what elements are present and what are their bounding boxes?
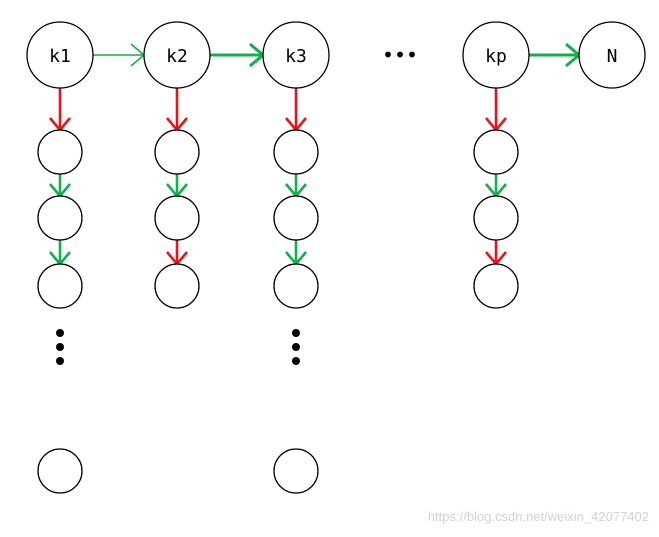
child-node-kp-2	[473, 263, 519, 309]
vertical-ellipsis-dot-k3-1	[292, 343, 300, 351]
head-node-k2	[143, 21, 211, 89]
child-node-k3-0	[273, 129, 319, 175]
watermark: https://blog.csdn.net/weixin_42077402	[427, 509, 649, 524]
horizontal-ellipsis: •••	[382, 43, 418, 67]
child-node-k1-1	[37, 195, 83, 241]
child-node-k2-0	[154, 129, 200, 175]
head-node-label-k2: k2	[166, 46, 188, 67]
child-node-k3-2	[273, 263, 319, 309]
child-node-k3-1	[273, 195, 319, 241]
head-node-label-kp: kp	[485, 46, 507, 67]
head-node-label-N: N	[607, 46, 618, 67]
child-node-k2-2	[154, 263, 200, 309]
head-node-N	[578, 21, 646, 89]
child-node-k3-4	[273, 448, 319, 494]
head-node-k3	[262, 21, 330, 89]
head-node-label-k1: k1	[49, 46, 71, 67]
child-node-k1-4	[37, 448, 83, 494]
vertical-ellipsis-dot-k3-0	[292, 329, 300, 337]
vertical-ellipsis-dot-k1-2	[56, 357, 64, 365]
nodes-layer: k1 k2 k3 kp N	[26, 21, 646, 494]
head-node-label-k3: k3	[285, 46, 307, 67]
child-node-kp-0	[473, 129, 519, 175]
child-node-k1-2	[37, 263, 83, 309]
vertical-ellipsis-dot-k3-2	[292, 357, 300, 365]
vertical-ellipsis-dot-k1-1	[56, 343, 64, 351]
child-node-k2-1	[154, 195, 200, 241]
head-node-k1	[26, 21, 94, 89]
child-node-k1-0	[37, 129, 83, 175]
child-node-kp-1	[473, 195, 519, 241]
vertical-ellipsis-dot-k1-0	[56, 329, 64, 337]
head-node-kp	[462, 21, 530, 89]
